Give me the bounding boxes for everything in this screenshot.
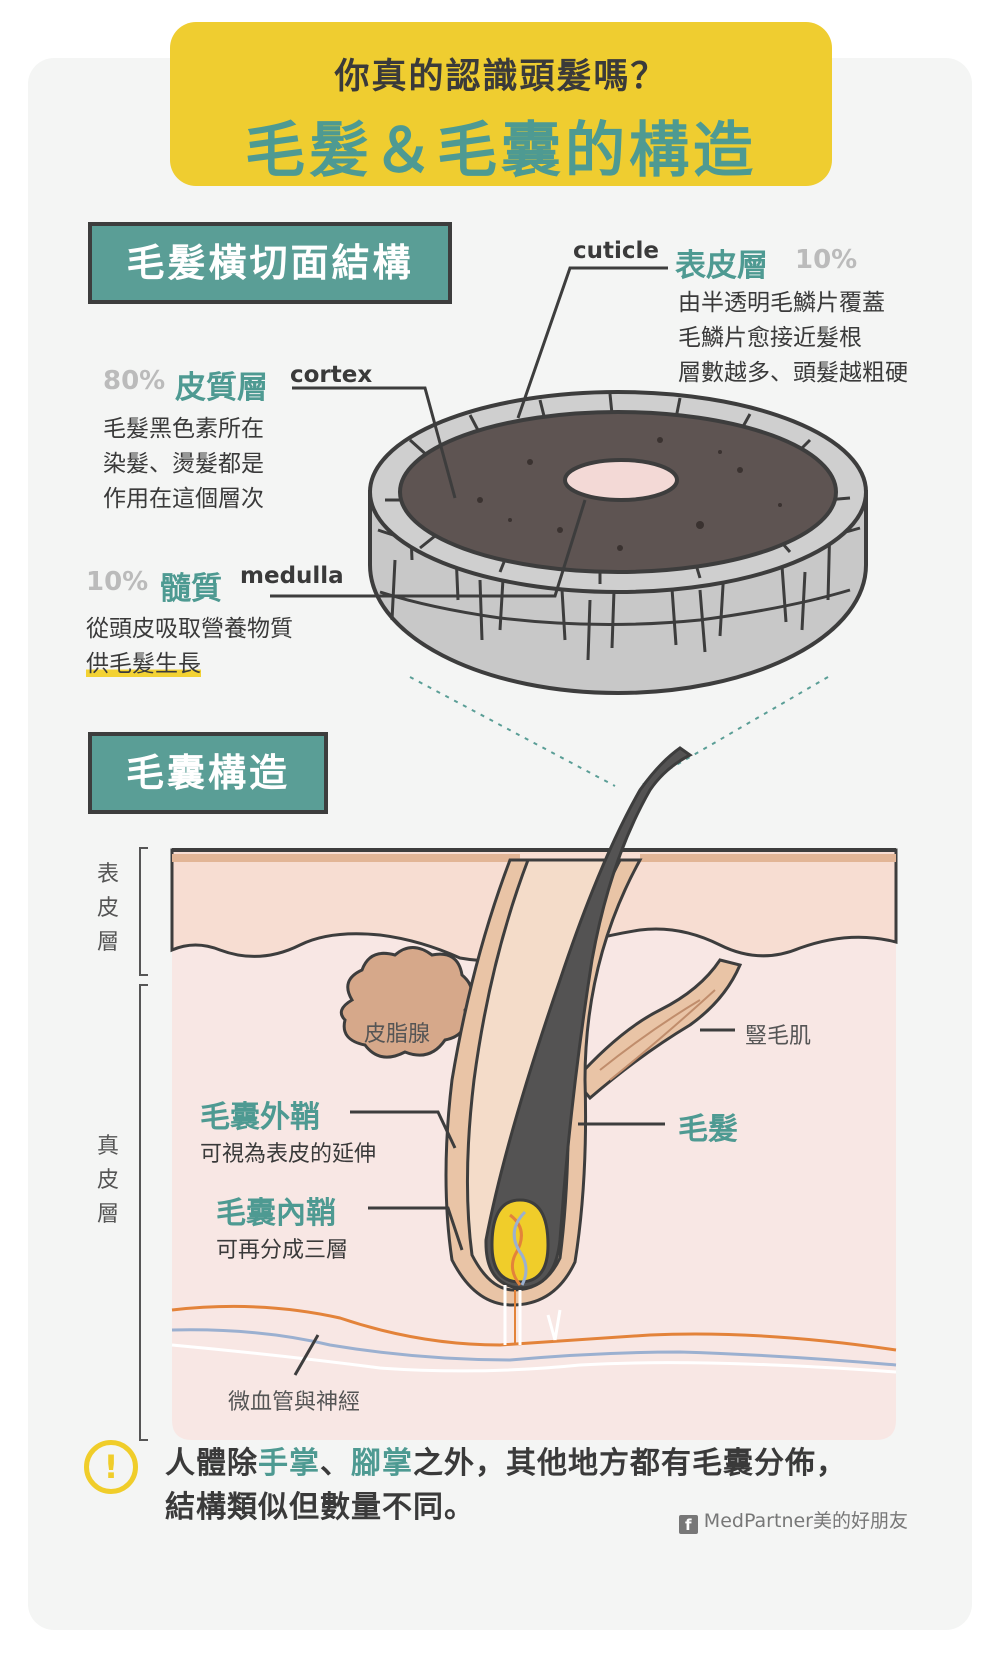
title-main: 毛髮＆毛囊的構造 (245, 116, 757, 186)
sebaceous-gland-label: 皮脂腺 (364, 1022, 431, 1047)
medulla-desc-line-2: 供毛髮生長 (86, 651, 201, 677)
epidermis-label: 表 皮 層 (96, 862, 119, 955)
bottom-note-line-1: 人體除手掌、腳掌之外，其他地方都有毛囊分佈， (165, 1446, 847, 1481)
outer-sheath-desc: 可視為表皮的延伸 (200, 1142, 377, 1167)
cuticle-zh: 表皮層 (675, 248, 768, 284)
medulla-desc-line-1: 從頭皮吸取營養物質 (86, 616, 293, 642)
medulla-pct: 10% (86, 567, 149, 597)
bottom-note-line-2: 結構類似但數量不同。 (165, 1490, 475, 1525)
skin-diagram (170, 746, 898, 1440)
bottom-note: 人體除手掌、腳掌之外，其他地方都有毛囊分佈， 結構類似但數量不同。 (165, 1442, 847, 1530)
cortex-zh: 皮質層 (175, 370, 268, 406)
section-header-cross-section: 毛髮橫切面結構 (88, 222, 452, 304)
outer-sheath-label: 毛囊外鞘 (200, 1100, 320, 1135)
arrector-pili-label: 豎毛肌 (745, 1024, 812, 1049)
layer-brackets (139, 847, 148, 1441)
footer-credit: f MedPartner美的好朋友 (678, 1506, 908, 1534)
cuticle-en: cuticle (573, 238, 660, 264)
cortex-desc: 毛髮黑色素所在 染髮、燙髮都是 作用在這個層次 (103, 412, 264, 517)
cortex-desc-line-2: 染髮、燙髮都是 (103, 451, 264, 477)
hair-label: 毛髮 (678, 1112, 738, 1147)
inner-sheath-label: 毛囊內鞘 (216, 1196, 336, 1231)
cortex-pct: 80% (103, 366, 166, 396)
section-header-follicle: 毛囊構造 (88, 732, 328, 814)
cuticle-desc: 由半透明毛鱗片覆蓋 毛鱗片愈接近髮根 層數越多、頭髮越粗硬 (678, 286, 908, 391)
pigment-dots (477, 437, 782, 551)
cross-section-leaders (270, 266, 668, 598)
facebook-icon: f (678, 1515, 698, 1534)
medulla-desc: 從頭皮吸取營養物質 供毛髮生長 (86, 612, 293, 682)
inner-sheath-desc: 可再分成三層 (216, 1238, 349, 1263)
cuticle-pct: 10% (795, 245, 858, 275)
cortex-desc-line-3: 作用在這個層次 (103, 486, 264, 512)
footer-text: MedPartner美的好朋友 (703, 1510, 908, 1532)
cuticle-desc-line-2: 毛鱗片愈接近髮根 (678, 325, 862, 351)
cuticle-desc-line-3: 層數越多、頭髮越粗硬 (678, 360, 908, 386)
cortex-en: cortex (290, 362, 373, 388)
follicle-leaders (293, 1028, 735, 1376)
medulla-zh: 髓質 (160, 571, 222, 607)
vessels-nerves-label: 微血管與神經 (228, 1390, 361, 1415)
cuticle-desc-line-1: 由半透明毛鱗片覆蓋 (678, 290, 885, 316)
exclamation-icon: ! (84, 1440, 138, 1494)
dermis-label: 真 皮 層 (96, 1134, 119, 1227)
title-banner: 你真的認識頭髮嗎？ 毛髮＆毛囊的構造 (170, 22, 832, 186)
title-subtitle: 你真的認識頭髮嗎？ (334, 57, 668, 97)
hair-cross-section (368, 390, 868, 695)
cortex-desc-line-1: 毛髮黑色素所在 (103, 416, 264, 442)
medulla-en: medulla (240, 563, 344, 589)
